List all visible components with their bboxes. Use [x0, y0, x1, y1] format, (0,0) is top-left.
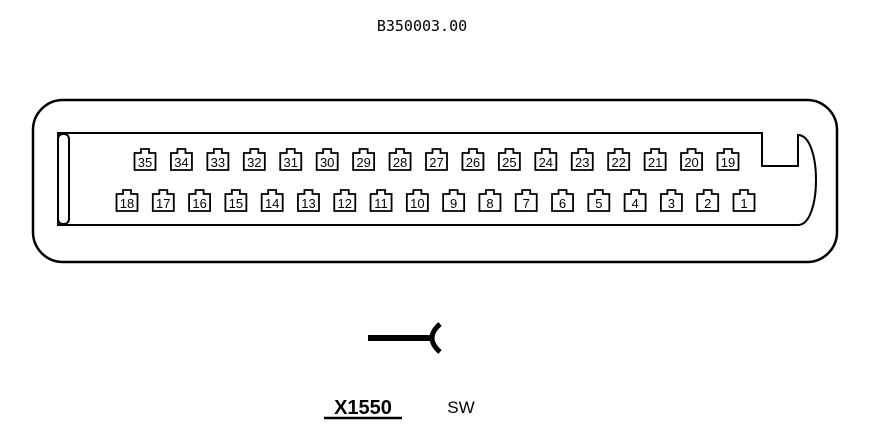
pin-cell	[732, 189, 756, 212]
pin-cell	[461, 148, 485, 171]
pin-cell	[297, 189, 320, 212]
pin-cell	[623, 189, 647, 212]
pin-label: 2	[704, 196, 711, 211]
pin-label: 31	[284, 155, 298, 170]
pin-label: 35	[138, 155, 152, 170]
pin-cell	[514, 189, 538, 212]
reference-code: B350003.00	[377, 17, 467, 35]
pin-label: 32	[247, 155, 261, 170]
pin-cell	[242, 148, 266, 171]
pin-label: 34	[174, 155, 188, 170]
pin-cell	[534, 148, 558, 171]
pin-label: 27	[429, 155, 443, 170]
pin-label: 3	[668, 196, 675, 211]
pin-cell	[352, 148, 376, 171]
pin-label: 6	[559, 196, 566, 211]
pin-label: 5	[595, 196, 602, 211]
pin-cell	[478, 189, 502, 212]
pin-label: 4	[632, 196, 639, 211]
pin-cell	[442, 189, 466, 212]
pin-label: 16	[192, 196, 206, 211]
pin-cell	[115, 189, 139, 212]
pin-cell	[607, 148, 631, 171]
pin-label: 30	[320, 155, 334, 170]
pin-cell	[696, 189, 720, 212]
pin-label: 10	[410, 196, 424, 211]
pin-cavity	[57, 132, 817, 226]
pin-label: 8	[486, 196, 493, 211]
pin-cell	[716, 148, 740, 171]
pin-cell	[260, 189, 284, 212]
pin-label: 18	[120, 196, 134, 211]
connector-type: SW	[447, 398, 474, 417]
pin-cell	[551, 189, 574, 212]
pin-cell	[570, 148, 594, 171]
pin-label: 33	[211, 155, 225, 170]
pin-label: 17	[156, 196, 170, 211]
pin-cell	[333, 189, 357, 212]
pin-cell	[151, 189, 175, 212]
pin-cell	[170, 148, 193, 171]
pin-label: 11	[374, 196, 388, 211]
pin-cell	[388, 148, 412, 171]
pin-label: 23	[575, 155, 589, 170]
pin-label: 1	[740, 196, 747, 211]
pin-label: 20	[684, 155, 698, 170]
pin-label: 21	[648, 155, 662, 170]
pin-cell	[680, 148, 703, 171]
pin-label: 15	[229, 196, 243, 211]
pin-label: 13	[301, 196, 315, 211]
pin-cell	[425, 148, 448, 171]
pin-cell	[206, 148, 230, 171]
pin-cell	[279, 148, 303, 171]
pin-label: 9	[450, 196, 457, 211]
pin-label: 28	[393, 155, 407, 170]
connector-housing	[31, 98, 839, 264]
pin-label: 24	[539, 155, 553, 170]
pin-label: 12	[338, 196, 352, 211]
pin-cell	[315, 148, 339, 171]
pin-cell	[224, 189, 248, 212]
pin-label: 7	[523, 196, 530, 211]
pin-cell	[188, 189, 211, 212]
pin-label: 26	[466, 155, 480, 170]
pin-row-top: 35 34 33 32 31 30 29 28 27 26 25 24 23 22 21 20 19	[133, 148, 740, 171]
pin-cell	[133, 148, 157, 171]
pin-label: 22	[611, 155, 625, 170]
pin-cell	[405, 189, 429, 212]
pin-cell	[660, 189, 683, 212]
pin-cell	[643, 148, 667, 171]
pin-cell	[369, 189, 393, 212]
pin-cell	[497, 148, 521, 171]
pin-row-bottom: 18 17 16 15 14 13 12 11 10 9 8 7 6 5 4 3 2 1	[115, 189, 756, 212]
pin-cell	[587, 189, 611, 212]
pin-label: 29	[356, 155, 370, 170]
pin-label: 25	[502, 155, 516, 170]
pin-label: 19	[721, 155, 735, 170]
latch	[57, 133, 70, 225]
pin-label: 14	[265, 196, 279, 211]
connector-id: X1550	[334, 397, 392, 419]
wire-symbol	[368, 322, 442, 354]
